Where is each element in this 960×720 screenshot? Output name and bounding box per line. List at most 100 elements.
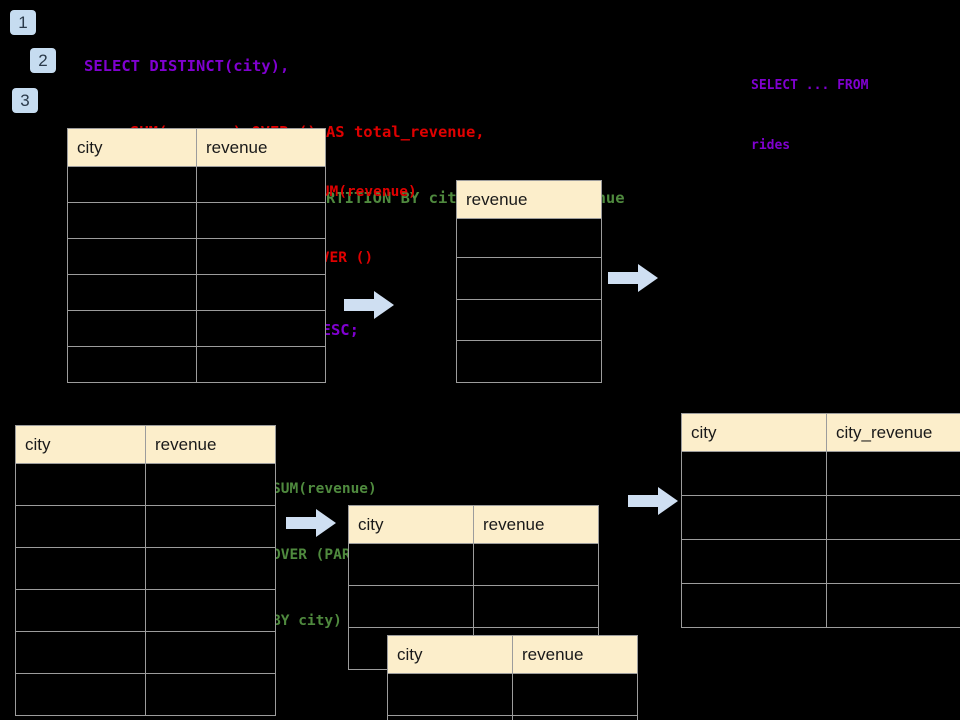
table-body	[387, 673, 638, 720]
table-row	[67, 310, 326, 347]
arrow-source-to-total	[344, 291, 394, 319]
cell-city	[15, 505, 146, 548]
total-revenue-table: revenue	[456, 180, 602, 383]
cell-city-revenue	[826, 539, 960, 584]
cell-city	[67, 202, 197, 239]
table-body	[67, 166, 326, 383]
partition-group-table-front: city revenue	[387, 635, 638, 720]
table-row	[67, 274, 326, 311]
table-row	[15, 589, 276, 632]
table-row	[15, 547, 276, 590]
cell-revenue	[145, 673, 276, 716]
table-header-row: city revenue	[387, 635, 638, 674]
column-header-city-revenue: city_revenue	[826, 413, 960, 452]
table-row	[681, 451, 960, 496]
annotation-sum-over-empty-line2: OVER ()	[312, 250, 374, 266]
column-header-city: city	[15, 425, 146, 464]
cell-city	[67, 310, 197, 347]
column-header-city: city	[681, 413, 827, 452]
column-header-revenue: revenue	[456, 180, 602, 219]
table-row	[456, 299, 602, 341]
cell-city	[348, 585, 474, 628]
cell-revenue	[196, 346, 326, 383]
column-header-revenue: revenue	[473, 505, 599, 544]
table-row	[15, 505, 276, 548]
arrow-total-to-result	[608, 264, 658, 292]
cell-revenue	[145, 505, 276, 548]
table-header-row: city revenue	[15, 425, 276, 464]
cell-revenue	[456, 340, 602, 383]
cell-city	[348, 543, 474, 586]
cell-revenue	[145, 631, 276, 674]
cell-revenue	[145, 463, 276, 506]
cell-revenue	[196, 238, 326, 275]
annotation-sum-over-partition-line3: BY city)	[272, 613, 342, 629]
result-city-revenue-table: city city_revenue	[681, 413, 960, 628]
step-badge-2: 2	[30, 48, 56, 73]
source-rides-table-bottom: city revenue	[15, 425, 276, 716]
cell-city	[67, 274, 197, 311]
cell-city	[67, 238, 197, 275]
arrow-source-to-partition	[286, 509, 336, 537]
cell-city	[681, 539, 827, 584]
cell-city	[681, 495, 827, 540]
table-row	[456, 218, 602, 258]
table-row	[67, 346, 326, 383]
cell-revenue	[196, 274, 326, 311]
cell-revenue	[196, 202, 326, 239]
cell-revenue	[196, 310, 326, 347]
cell-revenue	[196, 166, 326, 203]
cell-city	[15, 631, 146, 674]
cell-revenue	[512, 673, 638, 716]
source-rides-table-top: city revenue	[67, 128, 326, 383]
cell-city-revenue	[826, 451, 960, 496]
cell-revenue	[145, 589, 276, 632]
step-badge-3: 3	[12, 88, 38, 113]
table-row	[348, 585, 599, 628]
cell-revenue	[473, 585, 599, 628]
annotation-sum-over-empty-line1: SUM(revenue)	[312, 184, 417, 200]
table-row	[456, 257, 602, 300]
cell-city	[387, 715, 513, 720]
cell-city	[15, 547, 146, 590]
cell-city	[67, 166, 197, 203]
table-row	[456, 340, 602, 383]
table-header-row: city revenue	[348, 505, 599, 544]
cell-city-revenue	[826, 583, 960, 628]
step-badge-1: 1	[10, 10, 36, 35]
cell-city-revenue	[826, 495, 960, 540]
cell-city	[15, 589, 146, 632]
table-body	[456, 218, 602, 383]
cell-city	[681, 583, 827, 628]
table-row	[67, 166, 326, 203]
cell-revenue	[473, 543, 599, 586]
column-header-city: city	[348, 505, 474, 544]
cell-revenue	[456, 257, 602, 300]
table-row	[387, 715, 638, 720]
annotation-select-from-line1: SELECT ... FROM	[751, 78, 869, 93]
annotation-select-from: SELECT ... FROM rides	[751, 36, 868, 196]
table-row	[67, 202, 326, 239]
cell-revenue	[512, 715, 638, 720]
annotation-select-from-line2: rides	[751, 138, 791, 153]
cell-city	[387, 673, 513, 716]
table-header-row: revenue	[456, 180, 602, 219]
annotation-sum-over-partition-line1: SUM(revenue)	[272, 481, 377, 497]
table-row	[348, 543, 599, 586]
sql-line-1: SELECT DISTINCT(city),	[84, 57, 290, 75]
table-row	[681, 583, 960, 628]
annotation-sum-over-empty: SUM(revenue) OVER ()	[312, 137, 417, 313]
table-body	[15, 463, 276, 716]
column-header-revenue: revenue	[196, 128, 326, 167]
column-header-revenue: revenue	[145, 425, 276, 464]
table-body	[681, 451, 960, 628]
arrow-partition-to-result	[628, 487, 678, 515]
table-row	[67, 238, 326, 275]
column-header-city: city	[387, 635, 513, 674]
cell-revenue	[456, 299, 602, 341]
table-row	[15, 463, 276, 506]
cell-revenue	[145, 547, 276, 590]
table-row	[15, 631, 276, 674]
table-header-row: city revenue	[67, 128, 326, 167]
cell-city	[67, 346, 197, 383]
